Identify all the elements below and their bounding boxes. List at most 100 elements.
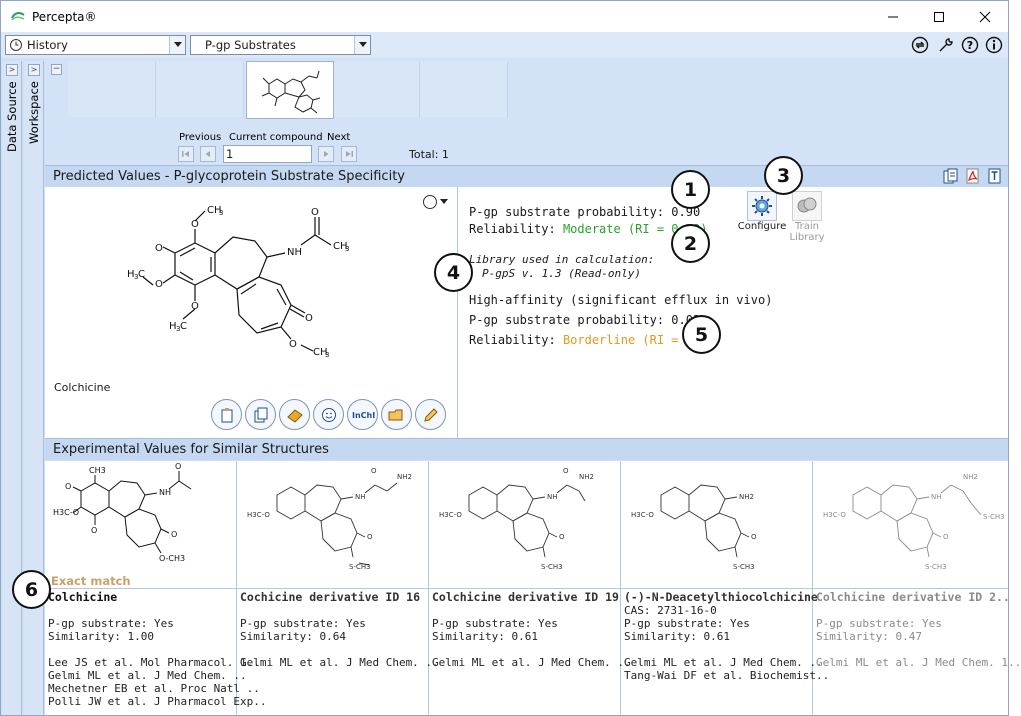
circle-options-icon [423,195,437,209]
svg-text:InChI: InChI [352,411,375,420]
help-icon[interactable]: ? [961,36,979,54]
close-button[interactable] [962,1,1008,32]
svg-text:3: 3 [219,209,223,217]
reference-link[interactable]: Lee JS et al. Mol Pharmacol. 1.. [48,656,260,669]
display-options-dropdown[interactable] [422,194,450,210]
sidebar-tab-data-source[interactable]: > Data Source [2,61,22,715]
svg-text:S-CH3: S-CH3 [733,563,755,571]
similar-structure-name: Colchicine [48,590,118,604]
refresh-icon[interactable] [911,36,929,54]
reference-link[interactable]: Tang-Wai DF et al. Biochemist.. [624,669,830,682]
reliability-value-1: Moderate (RI = 0.73) [562,222,708,236]
copy-report-icon[interactable] [943,168,959,184]
sidebar-tab-label: Data Source [5,81,19,152]
similarity-value: Similarity: 0.61 [624,630,730,643]
substrate-value: P-gp substrate: Yes [48,617,174,630]
svg-text:O: O [563,467,569,475]
configure-label: Configure [737,221,787,232]
pdf-report-icon[interactable] [965,168,981,184]
svg-text:NH: NH [931,493,942,501]
thumbnail-slot [156,61,244,117]
sidebar-tab-workspace[interactable]: > Workspace [24,61,44,715]
similar-structure-name: Colchicine derivative ID 19 [432,590,619,604]
maximize-button[interactable] [916,1,962,32]
next-button[interactable] [318,146,334,162]
last-button[interactable] [341,146,357,162]
svg-text:O: O [751,533,757,541]
reference-link[interactable]: Polli JW et al. J Pharmacol Exp.. [48,695,267,708]
percepta-logo-icon [11,11,25,21]
structure-editor-button[interactable] [279,399,310,430]
colchicine-thumbnail-structure [261,70,321,114]
similarity-value: Similarity: 1.00 [48,630,154,643]
svg-text:O: O [289,339,297,350]
reference-link[interactable]: Gelmi ML et al. J Med Chem. .. [240,656,439,669]
history-combo[interactable]: History [5,35,186,55]
window-title: Percepta® [32,9,97,24]
reliability-label: Reliability: [469,222,556,236]
probability-line-1: P-gp substrate probability: 0.90 [469,205,701,219]
expand-icon[interactable]: > [28,64,40,76]
collapse-icon[interactable]: − [51,64,62,75]
svg-text:NH2: NH2 [579,473,594,481]
minimize-icon [888,16,898,17]
about-icon[interactable] [985,36,1003,54]
reference-link[interactable]: Mechetner EB et al. Proc Natl .. [48,682,260,695]
paste-structure-button[interactable] [211,399,242,430]
reference-link[interactable]: Gelmi ML et al. J Med Chem. .. [624,656,823,669]
reference-link[interactable]: Gelmi ML et al. J Med Chem. .. [48,669,247,682]
svg-text:S-CH3: S-CH3 [925,563,947,571]
reliability-line-1: Reliability: Moderate (RI = 0.73) [469,222,707,236]
configure-button[interactable]: Configure [736,191,788,232]
train-label: Train [795,221,819,232]
open-folder-icon [388,409,402,420]
copy-structure-button[interactable] [245,399,276,430]
total-count: Total: 1 [409,148,449,161]
editor-icon [286,408,303,423]
open-structure-button[interactable] [381,399,412,430]
current-compound-input[interactable]: 1 [223,145,312,163]
inchi-button[interactable]: InChI [347,399,378,430]
previous-button[interactable] [200,146,216,162]
svg-text:CH: CH [313,347,328,358]
text-report-icon[interactable] [987,168,1003,184]
svg-text:H: H [127,269,135,280]
substrate-value: P-gp substrate: Yes [624,617,750,630]
library-value: P-gpS v. 1.3 (Read-only) [482,267,641,280]
svg-text:O: O [191,301,199,312]
svg-text:O: O [305,313,313,324]
high-affinity-heading: High-affinity (significant efflux in viv… [469,293,773,307]
svg-text:CH3: CH3 [89,466,106,475]
smiles-button[interactable] [313,399,344,430]
compound-thumbnail[interactable] [246,61,334,119]
history-dropdown-button[interactable] [169,36,185,54]
first-button[interactable] [178,146,194,162]
module-dropdown-button[interactable] [354,36,370,54]
reliability-label: Reliability: [469,333,556,347]
train-library-button[interactable]: Train Library [784,191,830,243]
next-icon [324,151,329,157]
minimize-button[interactable] [870,1,916,32]
reference-link[interactable]: Gelmi ML et al. J Med Chem. .. [432,656,631,669]
draw-structure-button[interactable] [415,399,446,430]
module-combo[interactable]: P-gp Substrates [190,35,371,55]
svg-text:S-CH3: S-CH3 [541,563,563,571]
chevron-down-icon [173,42,182,47]
svg-text:O: O [171,530,177,539]
close-icon [979,11,991,22]
tools-icon[interactable] [937,36,955,54]
expand-icon[interactable]: > [6,64,18,76]
svg-text:NH: NH [287,247,302,258]
svg-text:O: O [191,219,199,230]
reference-link[interactable]: Gelmi ML et al. J Med Chem. 1.. [816,656,1021,669]
similar-structure-name: (-)-N-Deacetylthiocolchicine [624,590,818,604]
similar-structure-details: (-)-N-Deacetylthiocolchicine CAS: 2731-1… [624,590,830,683]
predicted-values-title: Predicted Values - P-glycoprotein Substr… [53,169,405,184]
